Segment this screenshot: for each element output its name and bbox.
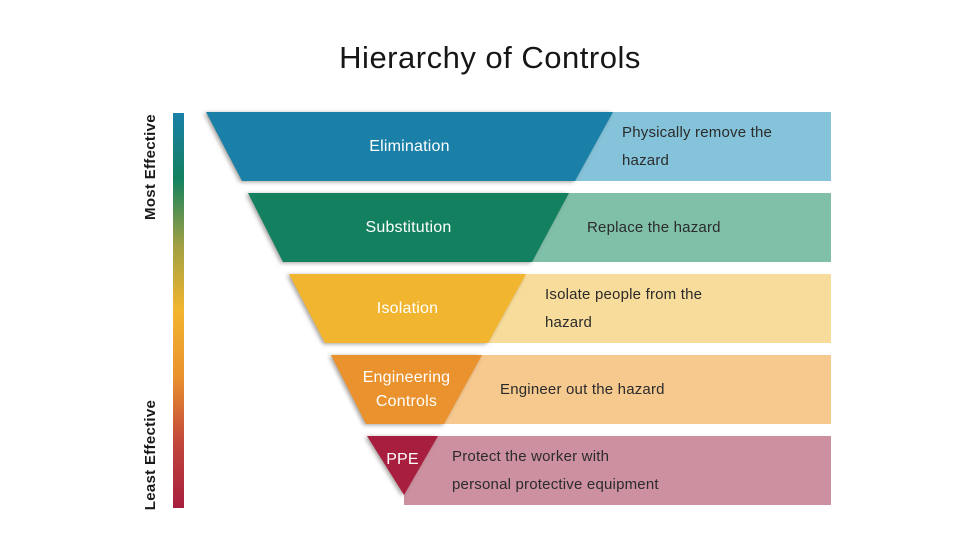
page-title: Hierarchy of Controls	[339, 40, 641, 75]
level-label: Engineering Controls	[362, 368, 451, 410]
funnel-band: PPE	[367, 436, 438, 505]
level-label: Elimination	[369, 137, 450, 155]
funnel-band: Elimination	[206, 112, 613, 181]
description-line: hazard	[622, 151, 670, 169]
level-row-elimination: Physically remove the hazard Elimination	[0, 112, 980, 181]
level-row-isolation: Isolate people from the hazard Isolation	[0, 274, 980, 343]
description-line: personal protective equipment	[452, 475, 659, 493]
level-label: Isolation	[376, 299, 439, 317]
description-text: Engineer out the hazard	[500, 355, 665, 424]
description-text: Physically remove the hazard	[622, 112, 772, 181]
description-box	[575, 112, 831, 181]
description-line: Replace the hazard	[587, 218, 721, 236]
level-row-ppe: Protect the worker with personal protect…	[0, 436, 980, 505]
description-text: Replace the hazard	[587, 193, 721, 262]
level-label: PPE	[386, 451, 419, 468]
funnel-band: Isolation	[289, 274, 526, 343]
level-row-engineering-controls: Engineer out the hazard Engineering Cont…	[0, 355, 980, 424]
level-row-substitution: Replace the hazard Substitution	[0, 193, 980, 262]
description-line: Physically remove the	[622, 123, 773, 141]
description-box	[488, 274, 831, 343]
funnel-band: Substitution	[248, 193, 569, 262]
description-text: Protect the worker with personal protect…	[452, 436, 659, 505]
description-text: Isolate people from the hazard	[545, 274, 702, 343]
description-box	[532, 193, 831, 262]
description-line: Protect the worker with	[452, 447, 610, 465]
description-box	[404, 436, 831, 505]
description-line: hazard	[545, 313, 593, 331]
description-line: Engineer out the hazard	[500, 380, 665, 398]
description-line: Isolate people from the	[545, 285, 703, 303]
funnel-band: Engineering Controls	[331, 355, 482, 424]
description-box	[444, 355, 831, 424]
level-label: Substitution	[365, 218, 452, 236]
effectiveness-gradient-bar	[173, 113, 184, 508]
